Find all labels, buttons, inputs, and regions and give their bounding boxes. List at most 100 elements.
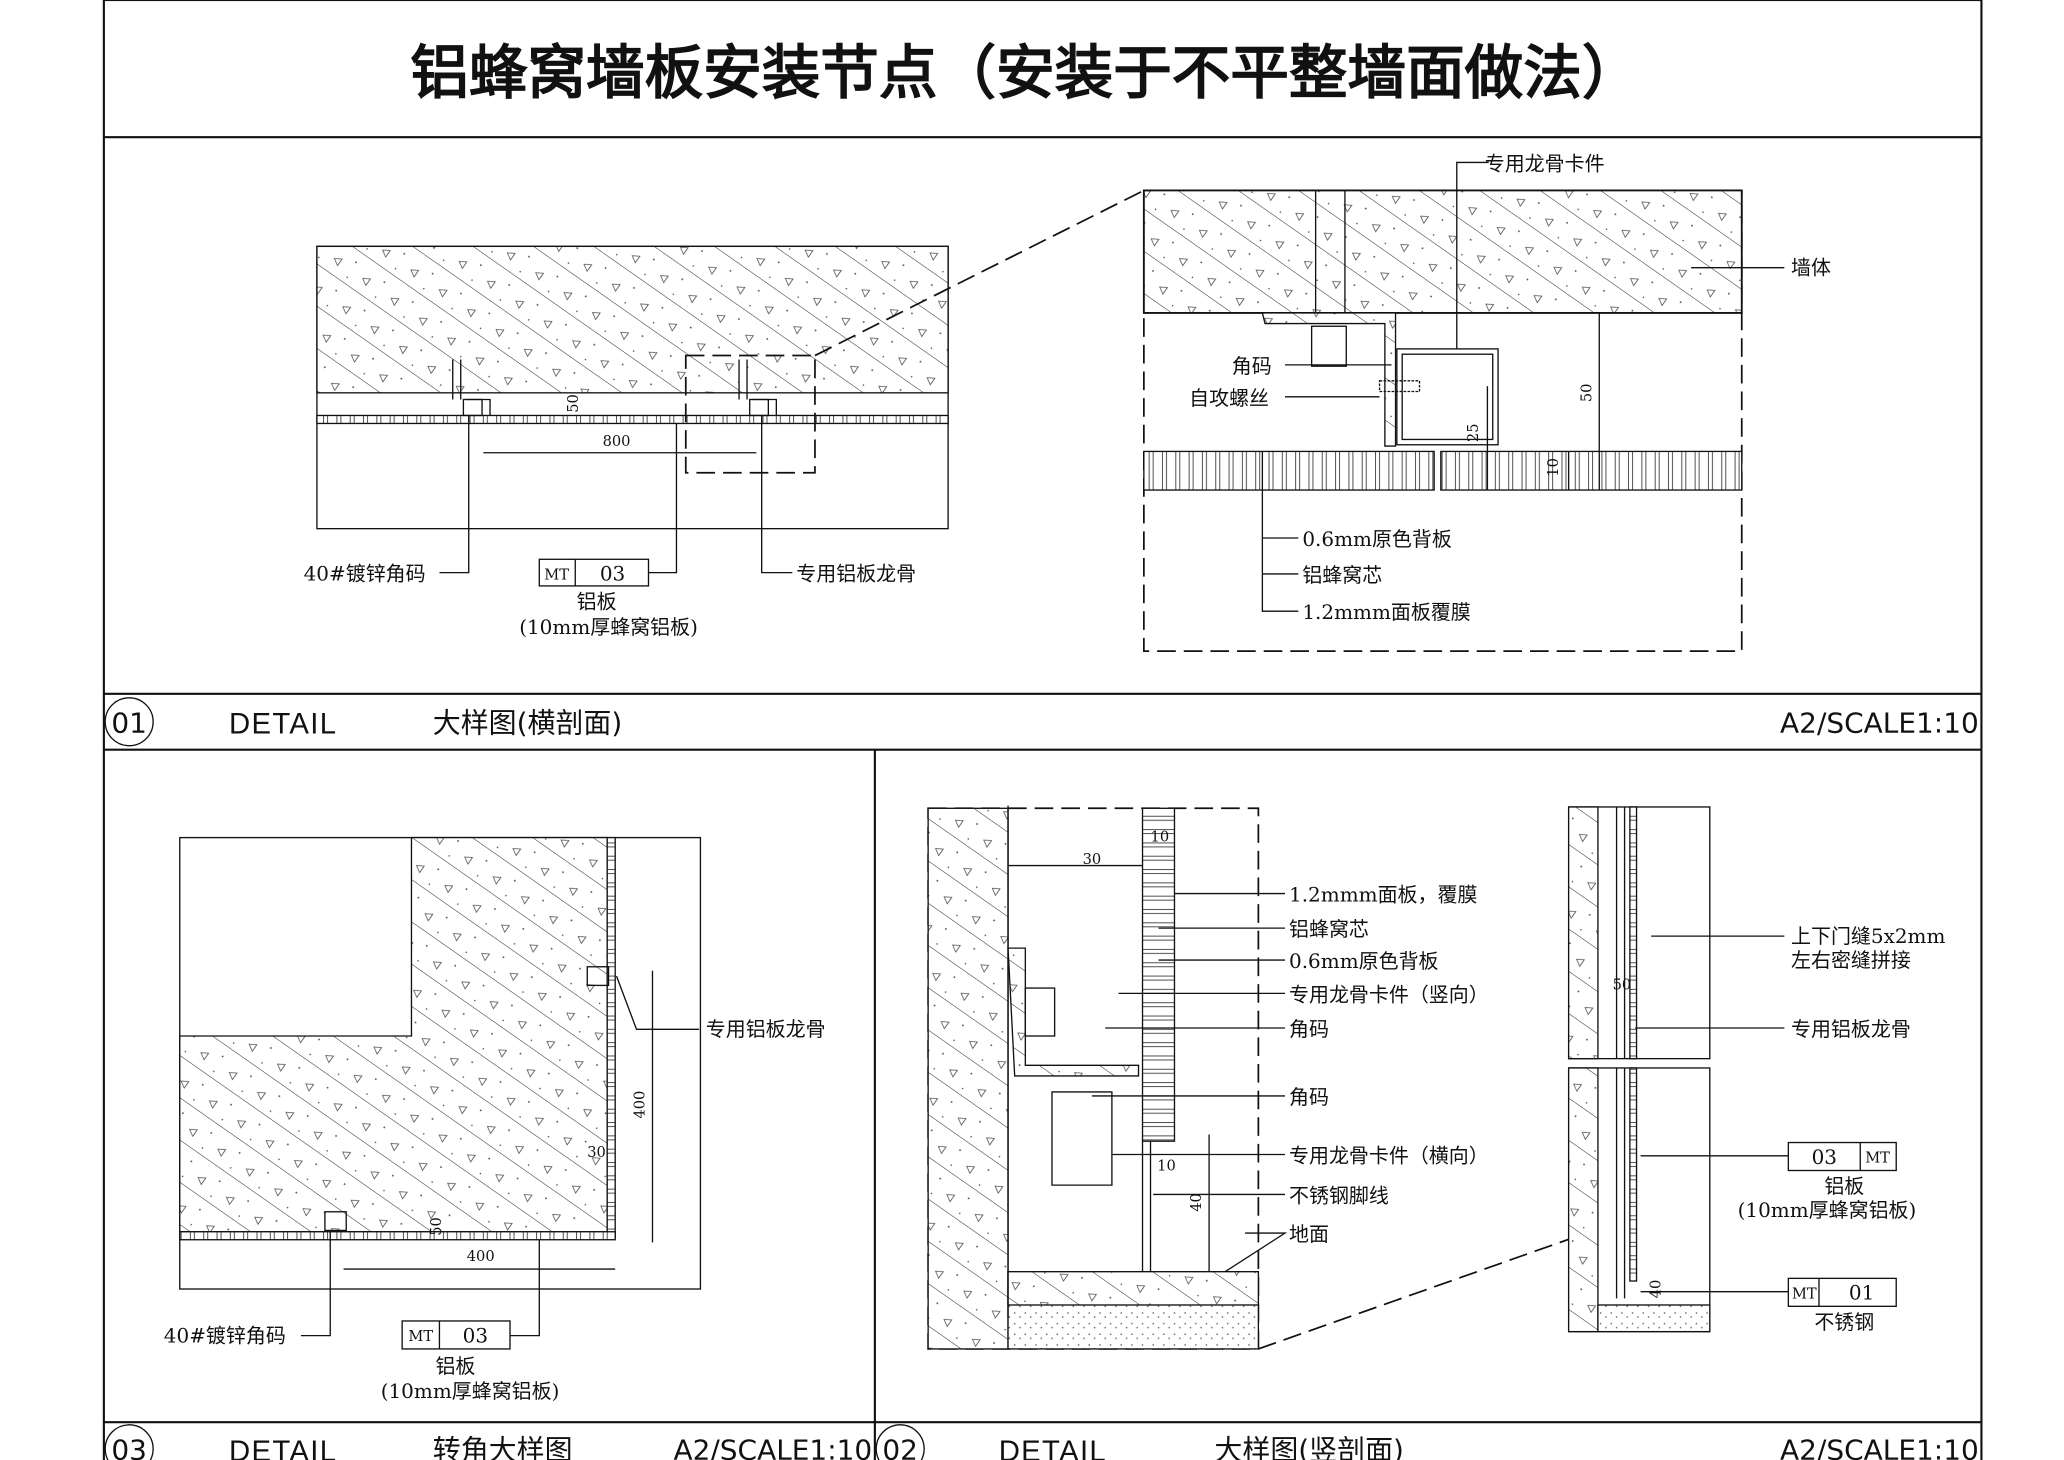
- label-angle: 角码: [1232, 354, 1272, 378]
- skirting: [1051, 1091, 1152, 1272]
- panel-left: [1143, 450, 1435, 491]
- label-core: 铝蜂窝芯: [1289, 917, 1369, 941]
- sheet-title: 铝蜂窝墙板安装节点（安装于不平整墙面做法）: [410, 39, 1640, 107]
- sheet-border: [102, 0, 1983, 1460]
- label-clip: 专用龙骨卡件: [1485, 151, 1605, 175]
- tag-01: 01: [1849, 1281, 1874, 1305]
- detail-number-badge: [104, 1424, 154, 1460]
- dim-50: 50: [428, 1217, 445, 1236]
- tag-03: 03: [600, 562, 625, 586]
- wall-hatch: [179, 836, 608, 1233]
- detail-02-scale: A2/SCALE1:10: [1780, 1433, 1979, 1460]
- tag-mt: MT: [408, 1328, 433, 1345]
- angle-bracket: [1007, 947, 1140, 1077]
- dim-10-top: 10: [1151, 829, 1170, 846]
- dim-50: 50: [1578, 384, 1595, 403]
- label-keel: 专用铝板龙骨: [706, 1017, 826, 1041]
- label-material-note: (10mm厚蜂窝铝板): [1738, 1198, 1917, 1222]
- detail-01-scale: A2/SCALE1:10: [1780, 706, 1979, 739]
- label-wall: 墙体: [1791, 255, 1831, 279]
- label-angle-2: 角码: [1289, 1085, 1329, 1109]
- label-keel: 专用铝板龙骨: [1791, 1017, 1911, 1041]
- label-keel: 专用铝板龙骨: [796, 562, 916, 586]
- tag-mt: MT: [1792, 1285, 1817, 1302]
- detail-03-label: DETAIL: [229, 1435, 337, 1460]
- dim-10-bottom: 10: [1157, 1157, 1176, 1174]
- dim-50: 50: [1613, 976, 1632, 993]
- panel: [1629, 1067, 1638, 1282]
- label-floor: 地面: [1289, 1222, 1329, 1246]
- detail-01-label: DETAIL: [229, 708, 337, 741]
- angle-bracket: [324, 1211, 347, 1232]
- label-face: 1.2mmm面板覆膜: [1302, 600, 1470, 624]
- detail-02-vertical: 10 30 10 40 1.2mmm面板，覆膜 铝蜂窝芯 0.6mm原色背板 专…: [927, 805, 1572, 1350]
- label-angle-bracket: 40#镀锌角码: [164, 1323, 286, 1347]
- panel: [1629, 806, 1638, 1060]
- detail-02-label: DETAIL: [999, 1435, 1107, 1460]
- label-skirting: 不锈钢脚线: [1289, 1183, 1389, 1207]
- tag-03: 03: [463, 1323, 488, 1347]
- label-stainless: 不锈钢: [1814, 1310, 1874, 1334]
- wall-hatch: [927, 807, 1009, 1350]
- label-screw: 自攻螺丝: [1189, 386, 1269, 410]
- label-gap-1: 上下门缝5x2mm: [1791, 924, 1945, 948]
- wall-hatch: [1142, 189, 1743, 314]
- wall-hatch: [316, 245, 949, 394]
- label-clip-horizontal: 专用龙骨卡件（横向）: [1289, 1144, 1489, 1168]
- wall-hatch: [1567, 1067, 1599, 1333]
- dim-30: 30: [1083, 851, 1102, 868]
- panel-vertical: [606, 836, 616, 1238]
- angle-bracket: [586, 966, 610, 987]
- detail-02-elevation: 上下门缝5x2mm 左右密缝拼接 专用铝板龙骨 50 40 03 MT 铝板 (…: [1567, 806, 1946, 1334]
- detail-03-scale: A2/SCALE1:10: [673, 1433, 872, 1460]
- angle-bracket: [1261, 312, 1397, 447]
- detail-03-number: 03: [111, 1433, 147, 1460]
- dim-25: 25: [1465, 423, 1482, 442]
- dim-40: 40: [1648, 1280, 1665, 1299]
- detail-01-enlarged: 专用龙骨卡件 墙体 角码 自攻螺丝 50 25 10 0.6mm原色背板 铝蜂窝…: [1142, 151, 1831, 653]
- label-back-panel: 0.6mm原色背板: [1289, 949, 1439, 973]
- detail-01-plan: 800 50 40#镀锌角码 MT 03 铝板 (10mm厚蜂窝铝板) 专用铝板…: [304, 189, 1145, 639]
- dim-50: 50: [565, 394, 582, 413]
- dim-30: 30: [587, 1144, 606, 1161]
- detail-02-name: 大样图(竖剖面): [1214, 1433, 1404, 1460]
- detail-01-name: 大样图(横剖面): [433, 706, 623, 739]
- wall-hatch: [1567, 806, 1599, 1060]
- label-material: 铝板: [577, 590, 617, 614]
- label-angle-1: 角码: [1289, 1017, 1329, 1041]
- label-back-panel: 0.6mm原色背板: [1302, 527, 1452, 551]
- dim-800: 800: [603, 433, 631, 450]
- dim-400-vertical: 400: [632, 1091, 649, 1119]
- detail-number-badge: [104, 697, 154, 747]
- screw: [1378, 380, 1421, 393]
- label-clip-vertical: 专用龙骨卡件（竖向）: [1289, 982, 1489, 1006]
- dim-400-horizontal: 400: [467, 1248, 495, 1265]
- dim-10: 10: [1545, 458, 1562, 477]
- panel: [1141, 807, 1176, 1142]
- label-material-note: (10mm厚蜂窝铝板): [519, 615, 698, 639]
- tag-03: 03: [1812, 1145, 1837, 1169]
- tag-mt: MT: [1865, 1150, 1890, 1167]
- dim-40: 40: [1188, 1193, 1205, 1212]
- label-material: 铝板: [435, 1354, 475, 1378]
- detail-03-corner: 专用铝板龙骨 400 30 50 400 40#镀锌角码 MT 03 铝板 (1…: [164, 836, 826, 1403]
- label-core: 铝蜂窝芯: [1302, 563, 1382, 587]
- keel-clip: [1396, 348, 1499, 446]
- floor: [1597, 1304, 1711, 1333]
- nut: [1310, 325, 1347, 367]
- label-angle-bracket: 40#镀锌角码: [304, 562, 426, 586]
- detail-01-number: 01: [111, 706, 147, 739]
- panel-horizontal: [179, 1231, 616, 1241]
- detail-02-number: 02: [882, 1433, 918, 1460]
- label-material-note: (10mm厚蜂窝铝板): [381, 1379, 560, 1403]
- label-gap-2: 左右密缝拼接: [1791, 948, 1911, 972]
- label-material: 铝板: [1824, 1174, 1864, 1198]
- panel-right: [1440, 450, 1743, 491]
- detail-03-name: 转角大样图: [433, 1433, 573, 1460]
- tag-mt: MT: [544, 566, 569, 583]
- label-face-panel: 1.2mmm面板，覆膜: [1289, 883, 1477, 907]
- nut: [1024, 987, 1056, 1037]
- panel: [316, 414, 949, 425]
- angle-bracket: [452, 359, 777, 417]
